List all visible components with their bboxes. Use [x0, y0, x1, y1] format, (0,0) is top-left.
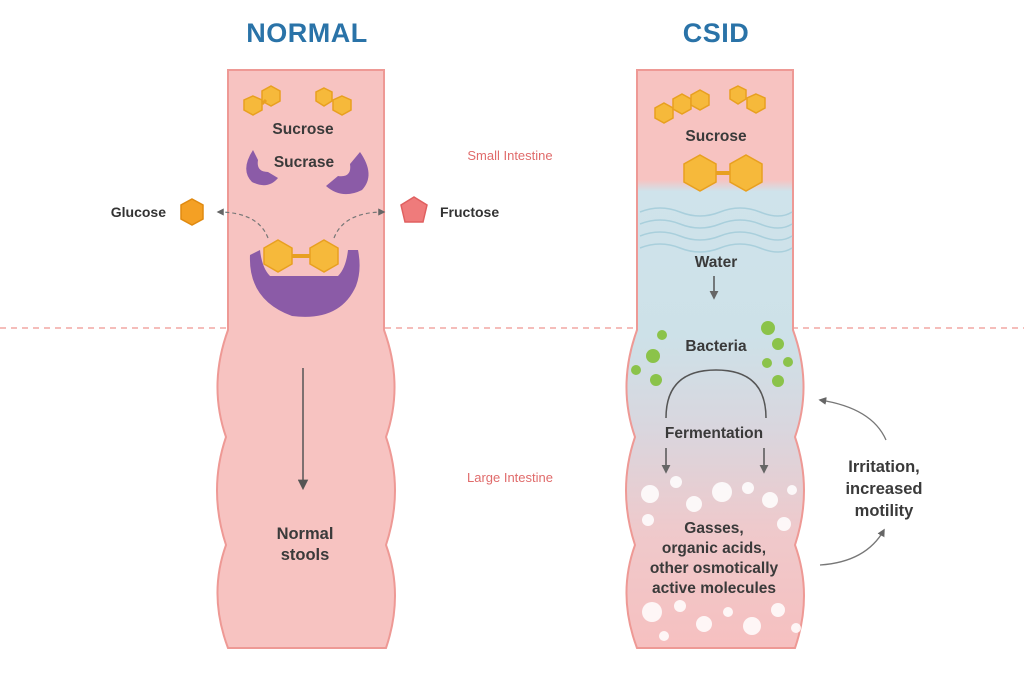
- csid-panel: CSID Sucrose Water: [625, 18, 923, 649]
- normal-intestine: [216, 69, 396, 649]
- motility-arrow-down: [819, 528, 885, 566]
- products-label-line4: active molecules: [652, 580, 776, 597]
- normal-panel: NORMAL Sucrose Sucrase Glucose: [111, 18, 499, 649]
- sucrose-molecule-icon: [729, 85, 766, 114]
- water-waves: [639, 207, 793, 253]
- effect-label-line3: motility: [855, 502, 914, 520]
- normal-stools-label-line1: Normal: [277, 525, 334, 543]
- normal-sucrose-label: Sucrose: [272, 121, 334, 138]
- products-label-line3: other osmotically: [650, 560, 779, 577]
- water-label: Water: [695, 254, 738, 271]
- effect-label-line1: Irritation,: [848, 458, 920, 476]
- glucose-label: Glucose: [111, 204, 166, 220]
- sucrose-molecule-icon: [315, 87, 352, 116]
- csid-title: CSID: [683, 18, 750, 48]
- products-label-line2: organic acids,: [662, 540, 766, 557]
- large-intestine-label: Large Intestine: [467, 470, 553, 485]
- effect-label-line2: increased: [845, 480, 922, 498]
- unabsorbed-sucrose-icon: [683, 154, 763, 192]
- sucrase-sucrose-complex-icon: [249, 250, 360, 317]
- sucrase-label: Sucrase: [274, 154, 335, 171]
- fermentation-label: Fermentation: [665, 425, 763, 442]
- products-label-line1: Gasses,: [684, 520, 743, 537]
- fructose-icon: [400, 196, 428, 223]
- bound-sucrose-icon: [263, 239, 339, 273]
- sucrase-enzyme-icon: [326, 152, 369, 195]
- csid-intestine: [625, 69, 805, 649]
- fructose-label: Fructose: [440, 204, 499, 220]
- fermentation-arch: [665, 369, 767, 419]
- small-intestine-label: Small Intestine: [467, 148, 552, 163]
- motility-arrow-up: [818, 397, 887, 441]
- sucrase-enzyme-icon: [246, 150, 278, 186]
- sucrose-molecule-icon: [654, 89, 710, 124]
- normal-stools-label-line2: stools: [281, 546, 330, 564]
- bacteria-label: Bacteria: [685, 338, 747, 355]
- csid-sucrose-label: Sucrose: [685, 128, 747, 145]
- glucose-icon: [180, 198, 204, 226]
- sucrose-molecule-icon: [243, 85, 281, 116]
- gas-bubbles-icon: [641, 476, 801, 641]
- bacteria-icon: [631, 321, 793, 387]
- normal-title: NORMAL: [246, 18, 367, 48]
